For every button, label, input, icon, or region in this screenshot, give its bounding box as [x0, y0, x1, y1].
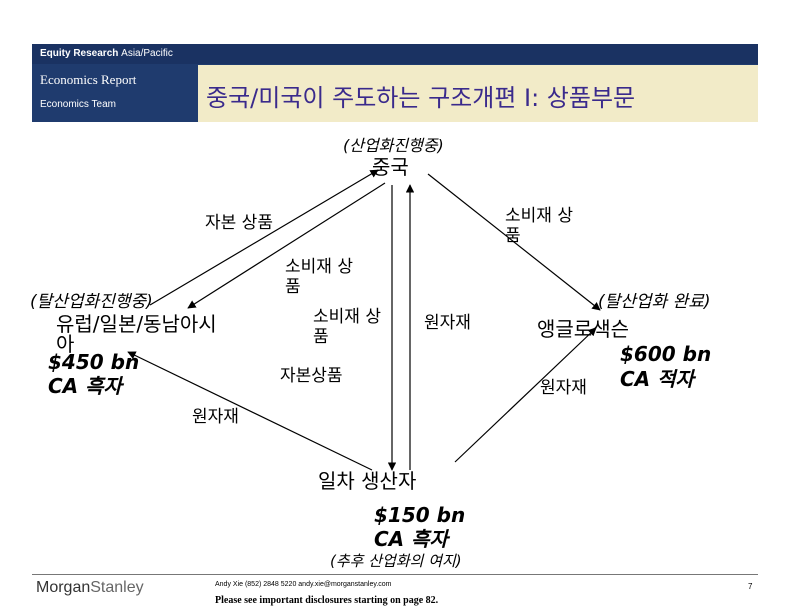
arrow-europe-to-china	[149, 169, 379, 306]
europe-balance: CA 흑자	[48, 374, 122, 398]
edge-label-consumer-goods-mid-cont: 품	[285, 277, 301, 297]
producer-label: 일차 생산자	[318, 469, 417, 493]
equity-research-label: Equity Research Asia/Pacific	[40, 48, 173, 59]
edge-label-raw-materials-left: 원자재	[192, 407, 239, 427]
footer-rule	[32, 574, 758, 575]
producer-note: (추후 산업화의 여지)	[330, 552, 462, 570]
arrow-china-to-anglo	[427, 173, 601, 311]
edge-label-capital-goods-top: 자본 상품	[205, 213, 273, 233]
disclosure-notice: Please see important disclosures startin…	[215, 595, 439, 606]
title-box	[198, 65, 758, 122]
arrow-china-to-europe	[187, 182, 386, 309]
anglo-note: (탈산업화 완료)	[598, 292, 711, 312]
analyst-contact: Andy Xie (852) 2848 5220 andy.xie@morgan…	[215, 581, 392, 588]
europe-amount: $450 bn	[48, 350, 140, 374]
slide-title: 중국/미국이 주도하는 구조개편 I: 상품부문	[206, 84, 636, 112]
page-number: 7	[748, 582, 753, 591]
europe-label-cont: 아	[56, 332, 75, 356]
anglo-amount: $600 bn	[620, 342, 712, 366]
anglo-label: 앵글로색슨	[537, 317, 629, 341]
edge-label-capital-goods-center: 자본상품	[280, 366, 343, 386]
producer-amount: $150 bn	[374, 503, 466, 527]
producer-balance: CA 흑자	[374, 527, 448, 551]
edge-label-raw-materials-right: 원자재	[540, 378, 587, 398]
team-label: Economics Team	[40, 99, 116, 110]
morgan-stanley-logo: MorganStanley	[36, 579, 144, 596]
anglo-balance: CA 적자	[620, 367, 694, 391]
report-type-label: Economics Report	[40, 72, 137, 87]
europe-note: (탈산업화진행중)	[30, 292, 153, 312]
edge-label-consumer-goods-right-cont: 품	[505, 226, 521, 246]
header-strip	[32, 44, 758, 64]
china-note: (산업화진행중)	[343, 136, 444, 155]
edge-label-consumer-goods-center-cont: 품	[313, 327, 329, 347]
arrow-producer-to-europe	[127, 351, 373, 471]
edge-label-consumer-goods-mid: 소비재 상	[285, 257, 353, 277]
arrow-producer-to-anglo	[454, 327, 597, 463]
edge-label-consumer-goods-center: 소비재 상	[313, 307, 381, 327]
europe-label: 유럽/일본/동남아시	[56, 312, 217, 336]
edge-label-raw-materials-center: 원자재	[424, 313, 471, 333]
china-label: 중국	[372, 155, 409, 179]
edge-label-consumer-goods-right: 소비재 상	[505, 206, 573, 226]
